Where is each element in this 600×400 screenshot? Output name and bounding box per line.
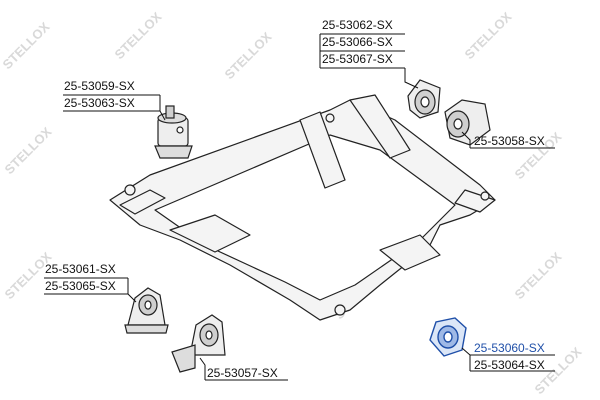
mount-25-53057 [171,314,226,373]
part-label: 25-53066-SX [322,35,393,49]
mount-25-53062 [407,79,441,119]
part-label: 25-53059-SX [64,79,135,93]
watermark-text: STELLOX [222,29,275,82]
watermark-text: STELLOX [2,124,55,177]
watermark-text: STELLOX [462,9,515,62]
part-label-highlighted: 25-53060-SX [474,341,545,355]
watermark-text: STELLOX [112,9,165,62]
mount-25-53058 [444,99,491,146]
subframe-drawing [109,94,496,321]
part-label: 25-53061-SX [45,262,116,276]
leader-lines [44,33,555,381]
mount-25-53059 [154,105,193,159]
watermark-text: STELLOX [512,249,565,302]
watermark-text: STELLOX [0,19,53,72]
part-label: 25-53057-SX [207,366,278,380]
part-label: 25-53067-SX [322,52,393,66]
part-label: 25-53063-SX [64,96,135,110]
mount-25-53061 [124,287,169,334]
part-label: 25-53065-SX [45,279,116,293]
part-label: 25-53062-SX [322,18,393,32]
mount-25-53060 [429,317,467,357]
part-label: 25-53058-SX [474,134,545,148]
part-label: 25-53064-SX [474,358,545,372]
